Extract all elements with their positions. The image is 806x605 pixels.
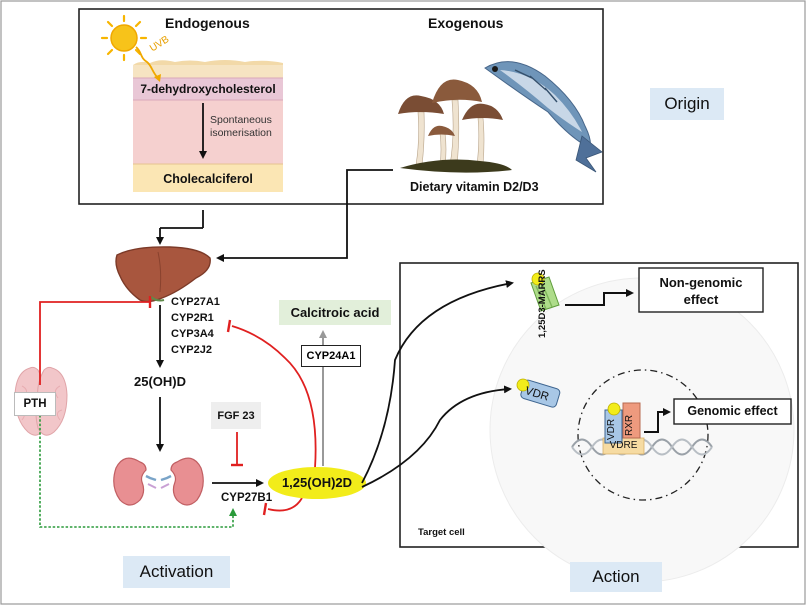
vdr-complex-label: VDR bbox=[606, 418, 617, 440]
sun-icon bbox=[100, 14, 148, 62]
kidneys-icon bbox=[113, 457, 204, 506]
rxr-subunit bbox=[622, 402, 641, 439]
cyp27b1-label: CYP27B1 bbox=[221, 492, 273, 504]
uvb-arrow-head-icon bbox=[154, 74, 161, 82]
feedback-inhibit-curve bbox=[231, 325, 317, 469]
liver-icon bbox=[115, 246, 211, 303]
vdre-label: VDRE bbox=[609, 440, 638, 451]
uvb-ray-arrow bbox=[135, 46, 159, 79]
vdr-receptor-icon bbox=[516, 378, 561, 408]
fish-icon bbox=[484, 61, 603, 173]
activation-section-label: Activation bbox=[123, 556, 230, 588]
feedback-inhibit-bar bbox=[226, 319, 232, 333]
25-oh-d-label: 25(OH)D bbox=[134, 374, 187, 389]
skin-layers-illustration bbox=[133, 60, 283, 192]
liver-enzyme-cyp2j2: CYP2J2 bbox=[171, 344, 212, 356]
marrs-label: 1,25D3-MARRS bbox=[537, 269, 548, 338]
non-genomic-line-1: Non-genomic bbox=[659, 275, 743, 290]
pth-label: PTH bbox=[14, 392, 56, 416]
genomic-effect-label: Genomic effect bbox=[687, 404, 778, 418]
liver-enzyme-cyp2r1: CYP2R1 bbox=[171, 312, 214, 324]
nuclear-receptor-arrow bbox=[361, 385, 512, 488]
dietary-label: Dietary vitamin D2/D3 bbox=[410, 180, 539, 194]
pth-stimulate-arrow bbox=[39, 415, 237, 528]
cyp24a1-box: CYP24A1 bbox=[301, 345, 361, 367]
liver-enzyme-cyp3a4: CYP3A4 bbox=[171, 328, 214, 340]
action-section-label: Action bbox=[570, 562, 662, 592]
liver-enzyme-cyp27a1: CYP27A1 bbox=[171, 296, 220, 308]
dietary-flow-arrow bbox=[216, 169, 393, 262]
fgf23-label: FGF 23 bbox=[211, 402, 261, 429]
non-genomic-box bbox=[638, 267, 764, 313]
target-cell-body bbox=[489, 277, 795, 583]
isomerisation-label-2: isomerisation bbox=[210, 127, 272, 139]
exogenous-title: Exogenous bbox=[428, 15, 504, 31]
active-vitamin-d-ellipse bbox=[268, 467, 366, 499]
membrane-receptor-arrow bbox=[361, 280, 514, 484]
non-genomic-arrow bbox=[565, 289, 634, 306]
target-cell-label: Target cell bbox=[418, 527, 465, 538]
origin-section-label: Origin bbox=[650, 88, 724, 120]
calcitroic-acid-label: Calcitroic acid bbox=[279, 300, 391, 325]
nucleus-boundary bbox=[577, 369, 709, 501]
genomic-arrow bbox=[644, 408, 671, 433]
mushrooms-icon bbox=[398, 79, 512, 173]
active-vitamin-d-label: 1,25(OH)2D bbox=[281, 475, 353, 490]
genomic-box bbox=[673, 398, 792, 425]
self-inhibit-bar bbox=[262, 502, 268, 516]
pth-inhibit-line bbox=[39, 301, 150, 385]
marrs-receptor-icon bbox=[530, 272, 560, 312]
ligand-icon bbox=[607, 402, 621, 416]
isomerisation-label-1: Spontaneous bbox=[210, 114, 272, 126]
rxr-label: RXR bbox=[624, 414, 635, 436]
endogenous-title: Endogenous bbox=[165, 15, 250, 31]
non-genomic-line-2: effect bbox=[683, 292, 719, 307]
cholecalciferol-label: Cholecalciferol bbox=[163, 172, 253, 186]
precursor-label: 7-dehydroxycholesterol bbox=[140, 82, 276, 96]
self-inhibit-curve bbox=[267, 497, 303, 512]
